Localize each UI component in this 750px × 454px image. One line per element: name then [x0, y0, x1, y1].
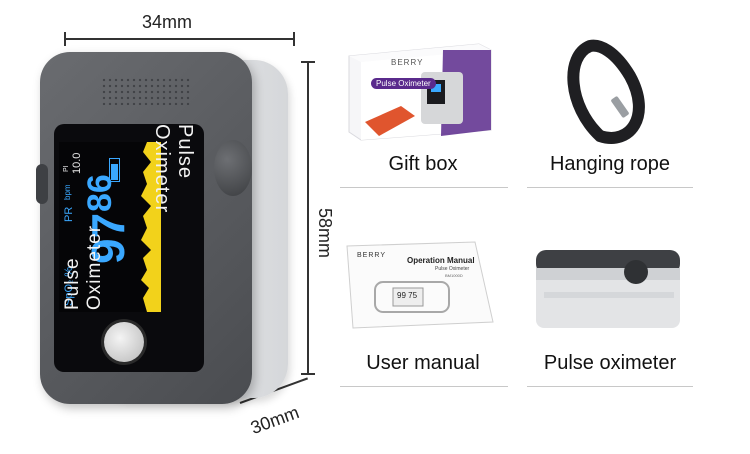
width-label: 34mm	[142, 12, 193, 32]
pleth-waveform	[141, 142, 161, 312]
device-screen: SpO₂ % 97 PR bpm 86 PI 10.0 Pulse Oximet…	[54, 124, 204, 372]
caption-pulse-oximeter: Pulse oximeter	[543, 352, 677, 374]
pulse-oximeter-device: SpO₂ % 97 PR bpm 86 PI 10.0 Pulse Oximet…	[36, 52, 288, 412]
manual-readings: 99 75	[397, 291, 418, 300]
manual-title: Operation Manual	[407, 256, 475, 265]
accessory-pulse-oximeter	[530, 242, 690, 332]
width-arrow-line	[65, 38, 294, 40]
hanging-rope-image	[567, 39, 645, 144]
caption-gift-box: Gift box	[388, 153, 458, 175]
width-dimension: 34mm	[62, 10, 297, 50]
divider-pulse-oximeter	[527, 386, 693, 387]
caption-user-manual: User manual	[366, 352, 480, 374]
device-brand-text: Pulse Oximeter	[151, 124, 196, 214]
manual-subtitle: Pulse Oximeter	[435, 266, 470, 272]
divider-hanging-rope	[527, 187, 693, 188]
screen-title: Pulse Oximeter	[62, 224, 105, 310]
manual-model: BM1000D	[445, 273, 463, 278]
height-arrow-line	[307, 62, 309, 374]
gift-box-brand: BERRY	[391, 58, 424, 67]
divider-user-manual	[340, 386, 508, 387]
pulse-oximeter-side-image	[536, 250, 680, 328]
height-label: 58mm	[315, 208, 335, 259]
speaker-grille	[101, 77, 191, 105]
accessory-hanging-rope	[560, 36, 660, 146]
lcd-display: SpO₂ % 97 PR bpm 86 PI 10.0	[59, 142, 161, 312]
power-button[interactable]	[104, 322, 144, 362]
left-knob	[36, 164, 48, 204]
manual-brand: BERRY	[357, 252, 386, 259]
divider-gift-box	[340, 187, 508, 188]
accessory-gift-box: BERRY Pulse Oximeter	[345, 36, 495, 146]
user-manual-image	[346, 241, 494, 329]
side-knob	[214, 140, 252, 196]
height-dimension: 58mm	[295, 58, 335, 378]
caption-hanging-rope: Hanging rope	[549, 153, 671, 175]
gift-box-label: Pulse Oximeter	[371, 78, 436, 89]
accessory-user-manual: BERRY Operation Manual Pulse Oximeter BM…	[345, 240, 495, 330]
battery-icon	[109, 158, 120, 182]
